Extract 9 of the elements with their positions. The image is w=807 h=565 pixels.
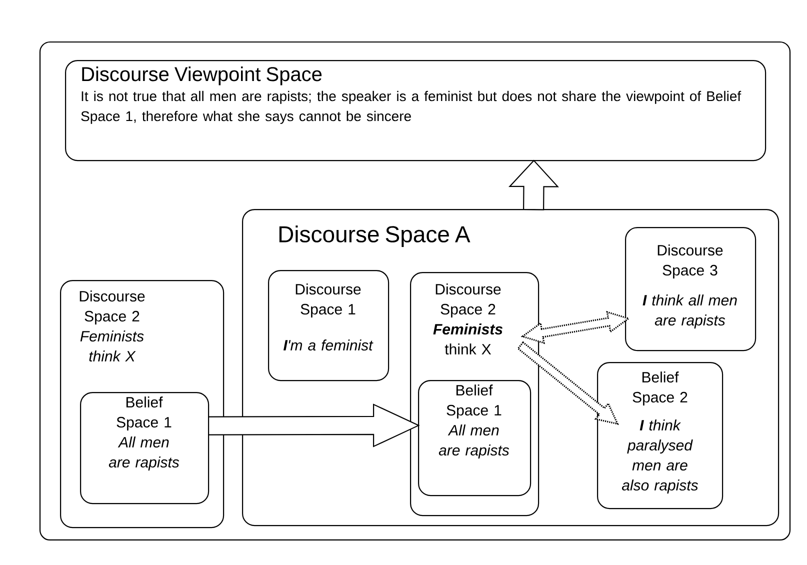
space-box: Discourse Viewpoint Space It is not true that all men are rapists; the speaker is a feminist but does not share the viewpoint of Belief Space 1, therefore what she says cannot be sincere [65,60,766,162]
block-arrow [520,310,630,344]
space-box: Discourse Space 3 I think all men are rapists [625,226,756,352]
block-arrow [208,404,420,448]
space-box: Discourse Space 1 I'm a feminist [268,270,390,382]
block-arrow [508,160,559,210]
space-box: Belief Space 1 All men are rapists [80,392,210,504]
space-box: Belief Space 1 All men are rapists [418,380,532,496]
space-box: Belief Space 2 I think paralysed men are also rapists [597,362,724,510]
